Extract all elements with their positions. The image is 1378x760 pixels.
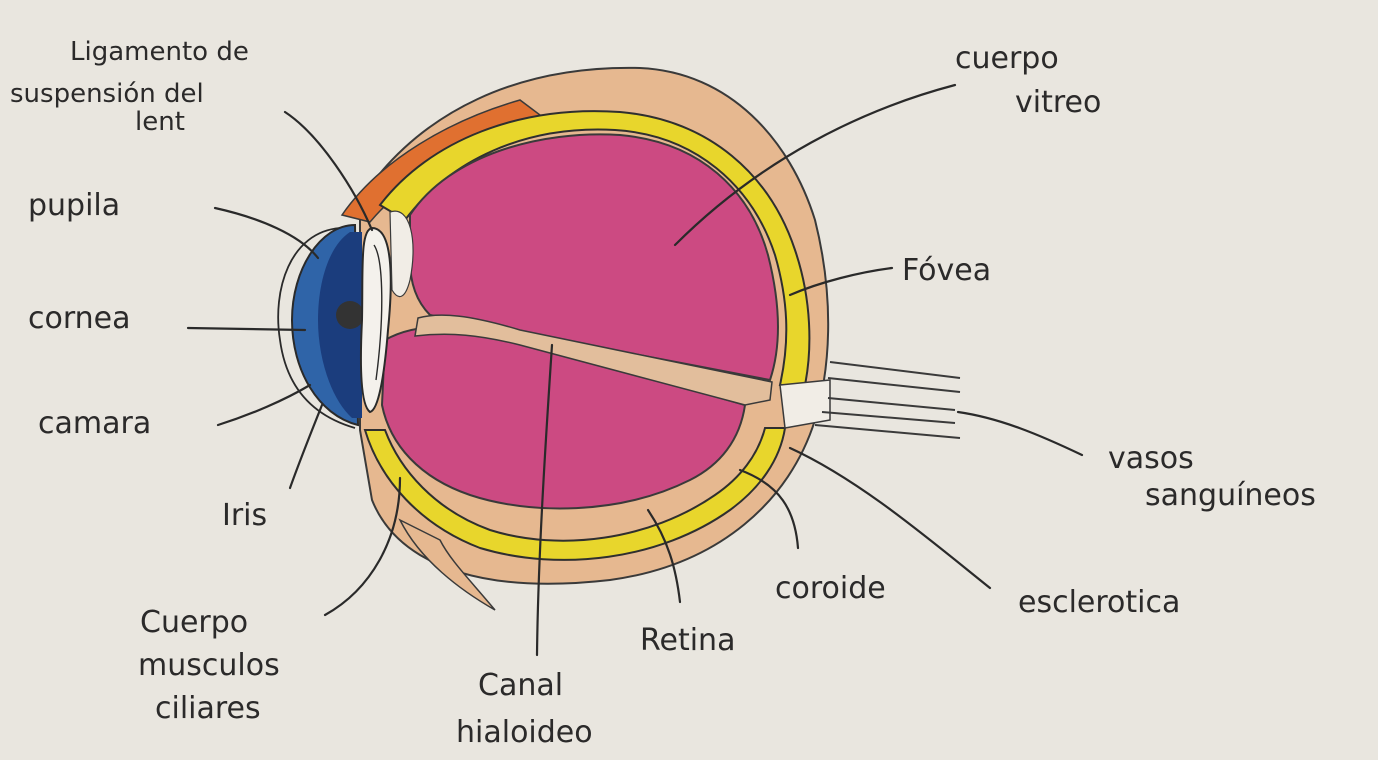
label-cornea: cornea xyxy=(28,301,131,336)
vessel-line-5 xyxy=(815,425,960,438)
label-camara: camara xyxy=(38,406,151,441)
leader-cornea xyxy=(188,328,305,330)
leader-vasos xyxy=(958,412,1082,455)
label-retina: Retina xyxy=(640,623,735,658)
leader-iris xyxy=(290,405,322,488)
label-ligamento-1: Ligamento de xyxy=(70,37,249,67)
optic-nerve-shape xyxy=(780,380,830,428)
label-coroide: coroide xyxy=(775,571,886,606)
label-vasos-2: sanguíneos xyxy=(1145,478,1316,513)
label-fovea: Fóvea xyxy=(902,253,991,288)
label-vasos-1: vasos xyxy=(1108,441,1194,476)
vessel-line-1 xyxy=(830,362,960,378)
label-cuerpo-musculos-2: musculos xyxy=(138,648,280,683)
pupil-shape xyxy=(336,301,364,329)
label-iris: Iris xyxy=(222,498,267,533)
label-cuerpo-musculos-3: ciliares xyxy=(155,691,261,726)
label-vitreo-2: vitreo xyxy=(1015,85,1101,120)
label-vitreo-1: cuerpo xyxy=(955,41,1059,76)
leader-camara xyxy=(218,385,310,425)
label-esclerotica: esclerotica xyxy=(1018,585,1180,620)
blood-vessels-group xyxy=(815,362,960,438)
leader-pupila xyxy=(215,208,318,258)
vessel-line-3 xyxy=(828,398,955,410)
vessel-line-4 xyxy=(822,412,955,423)
label-canal-1: Canal xyxy=(478,668,563,703)
label-pupila: pupila xyxy=(28,188,120,223)
leader-esclerotica xyxy=(790,448,990,588)
vessel-line-2 xyxy=(828,378,960,392)
label-cuerpo-musculos-1: Cuerpo xyxy=(140,605,248,640)
label-canal-2: hialoideo xyxy=(456,715,593,750)
label-ligamento-2: suspensión del xyxy=(10,79,204,109)
label-ligamento-3: lent xyxy=(135,107,185,137)
